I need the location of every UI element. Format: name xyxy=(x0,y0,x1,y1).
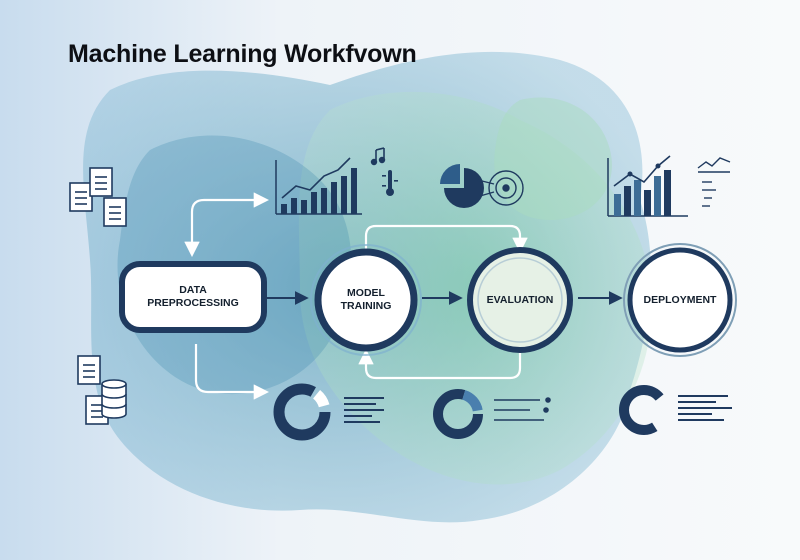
documents-icon xyxy=(69,167,127,227)
target-icon xyxy=(477,170,524,206)
evaluation-node[interactable] xyxy=(467,247,573,353)
data-preprocessing-line1: DATA xyxy=(179,284,207,296)
deployment-ring xyxy=(623,243,737,357)
thermometer-icon xyxy=(382,170,398,196)
evaluation-ring xyxy=(477,257,563,343)
line-chart-icon xyxy=(607,155,688,217)
bar-chart-icon xyxy=(275,157,362,215)
database-icon xyxy=(101,379,127,419)
deployment-label: DEPLOYMENT xyxy=(643,294,717,306)
data-preprocessing-node[interactable] xyxy=(119,261,267,333)
model-training-label: MODEL TRAINING xyxy=(318,287,414,313)
model-training-node[interactable] xyxy=(314,248,418,352)
connector-up-arrow xyxy=(190,192,270,254)
feedback-loop xyxy=(358,346,522,380)
evaluation-label: EVALUATION xyxy=(486,294,554,306)
connector-down-arrow xyxy=(194,344,270,400)
data-preprocessing-line2: PREPROCESSING xyxy=(147,297,239,309)
legend-lines-icon xyxy=(344,397,384,423)
donut-chart-icon xyxy=(619,385,669,435)
page-title: Machine Learning Workfvown xyxy=(68,40,417,68)
legend-lines-icon xyxy=(494,397,551,421)
donut-chart-icon xyxy=(273,383,331,441)
deployment-node[interactable] xyxy=(627,247,733,353)
model-training-line1: MODEL xyxy=(347,287,385,299)
legend-lines-icon xyxy=(697,157,731,207)
feedback-loop xyxy=(364,224,528,254)
pie-chart-icon xyxy=(440,164,484,208)
donut-chart-icon xyxy=(433,389,483,439)
model-training-ring xyxy=(310,244,422,356)
data-preprocessing-label: DATA PREPROCESSING xyxy=(122,284,264,310)
model-training-line2: TRAINING xyxy=(340,300,392,312)
music-note-icon xyxy=(370,147,386,166)
legend-lines-icon xyxy=(678,395,732,421)
